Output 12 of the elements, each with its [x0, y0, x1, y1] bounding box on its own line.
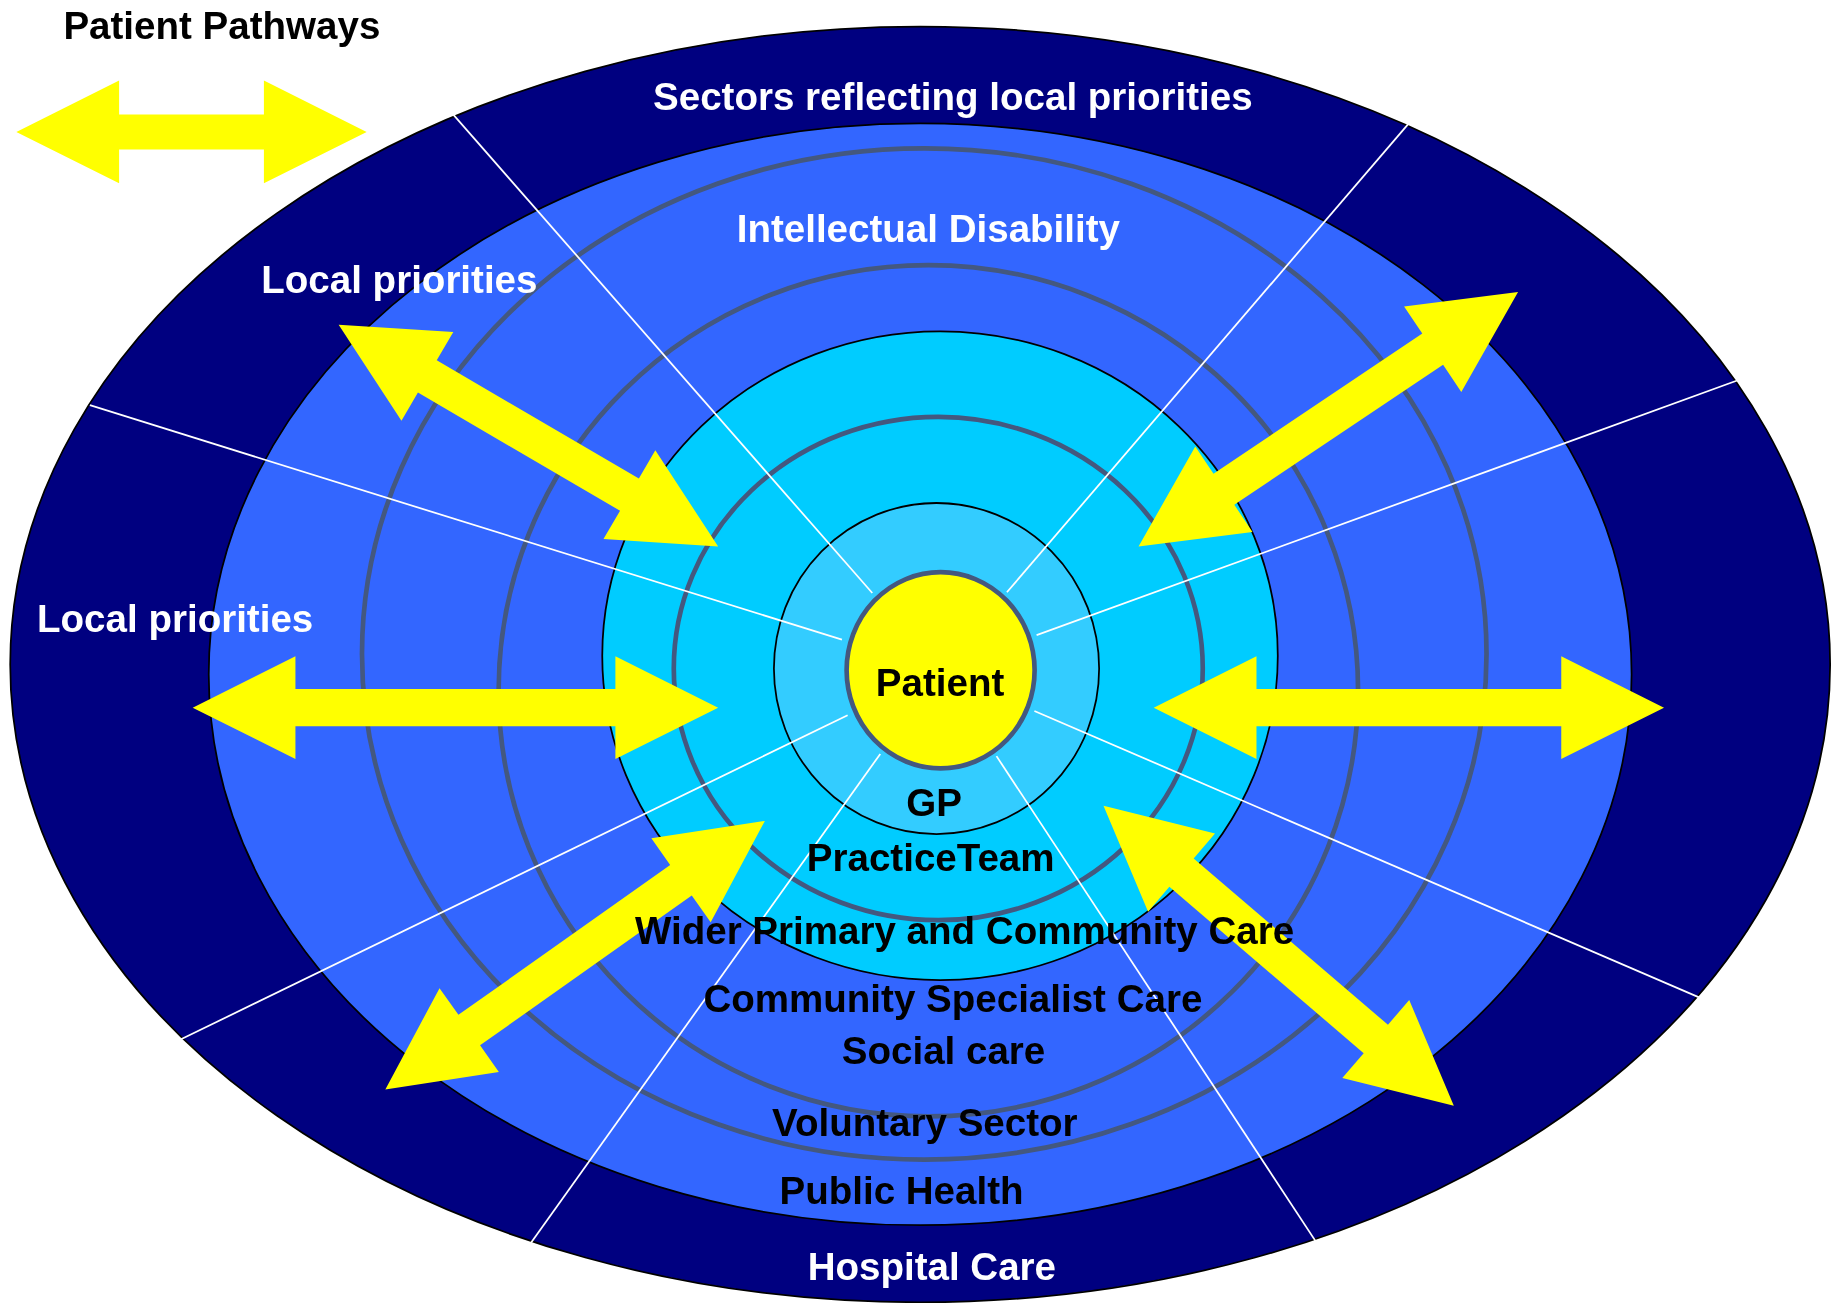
ring-label: PracticeTeam: [806, 836, 1055, 881]
ring-label: Voluntary Sector: [772, 1101, 1078, 1146]
ring-label: Intellectual Disability: [736, 206, 1120, 252]
ring-label: Public Health: [779, 1168, 1024, 1214]
ring-label: Hospital Care: [807, 1244, 1057, 1290]
ring-label: Social care: [841, 1028, 1046, 1074]
ring-label: GP: [906, 781, 963, 826]
ring-label: Sectors reflecting local priorities: [653, 74, 1253, 120]
patient-label: Patient: [875, 660, 1005, 706]
practice-disc: [773, 502, 1100, 835]
legend-label: Patient Pathways: [63, 3, 381, 48]
patient-circle: [844, 569, 1037, 771]
